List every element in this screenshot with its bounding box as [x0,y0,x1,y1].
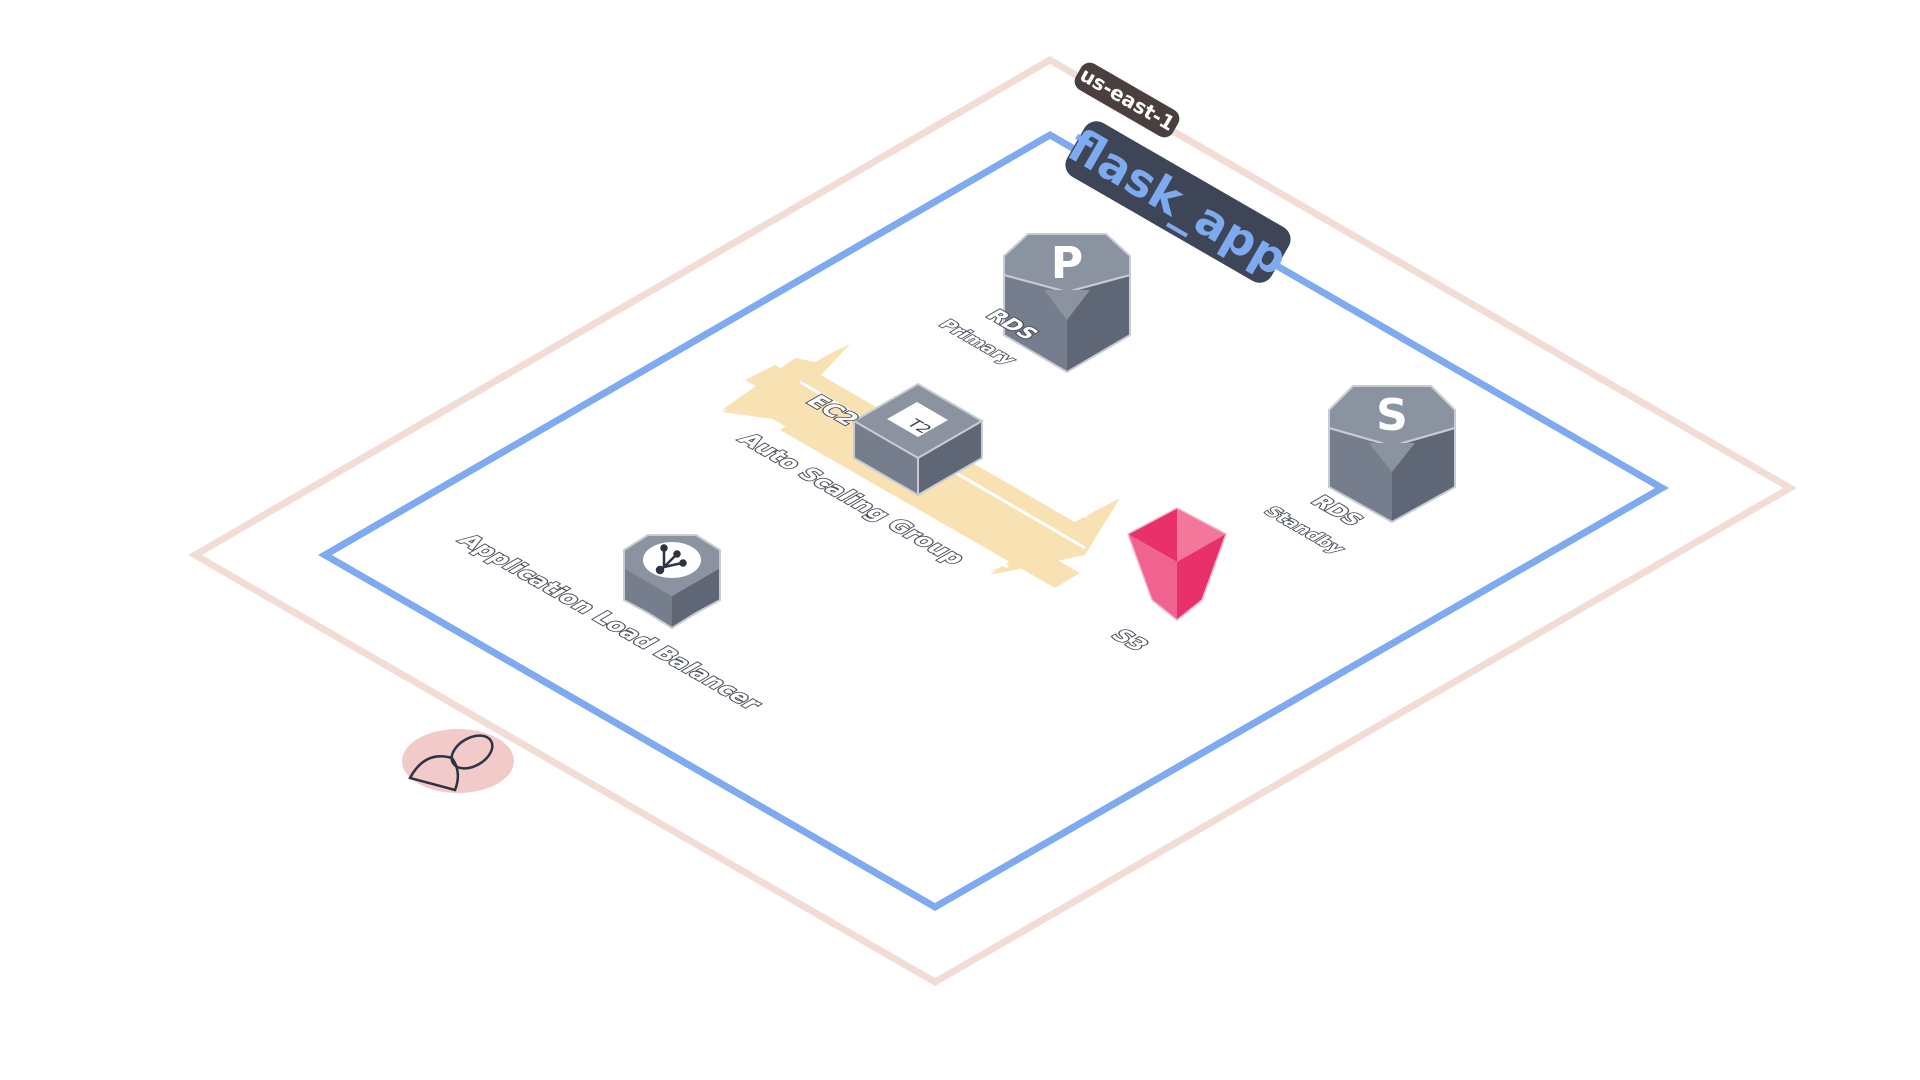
ec2-instance-icon: T2 [852,382,984,497]
s3-bucket[interactable] [1127,507,1227,621]
s3-label: S3 [1105,626,1154,654]
user-icon [408,734,494,792]
rds-standby-icon: S [1328,385,1456,524]
load-balancer-icon [623,534,721,630]
s3-bucket-icon [1127,507,1227,621]
rds-primary-icon: P [1003,233,1131,374]
rds-standby-glyph: S [1376,390,1408,441]
rds-standby[interactable]: S [1328,385,1456,524]
rds-primary[interactable]: P [1003,233,1131,374]
user[interactable] [402,729,514,793]
region-boundary[interactable] [188,55,1797,987]
vpc-boundary[interactable] [318,130,1670,912]
ec2-instance[interactable]: T2 [852,382,984,497]
user-icon-background [402,729,514,793]
application-load-balancer[interactable] [623,534,721,630]
rds-primary-glyph: P [1051,238,1083,289]
